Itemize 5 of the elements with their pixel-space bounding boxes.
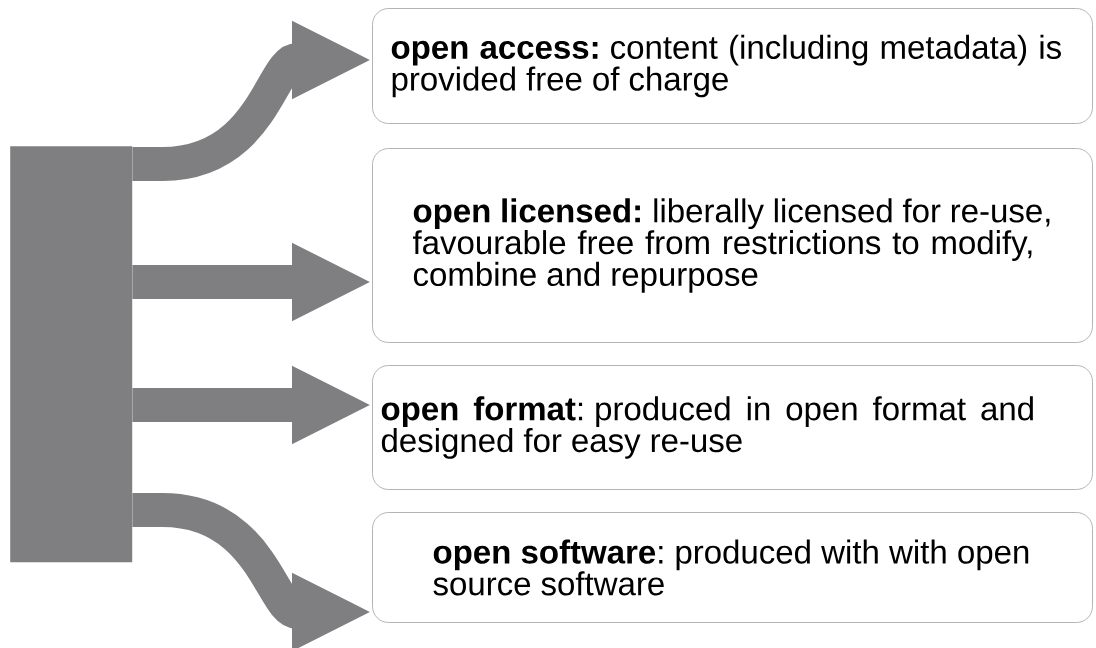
source-bar xyxy=(10,146,133,563)
text-box: open licensed: liberally licensed for re-use, favourable free from restrictions to modify, combine and repurpose xyxy=(372,148,1093,343)
text-box: open software: produced with with open source software xyxy=(372,512,1093,623)
text-box: open format: produced in open format and designed for easy re-use xyxy=(372,365,1093,490)
text-box: open access: content (including metadata) is provided free of charge xyxy=(372,8,1093,124)
